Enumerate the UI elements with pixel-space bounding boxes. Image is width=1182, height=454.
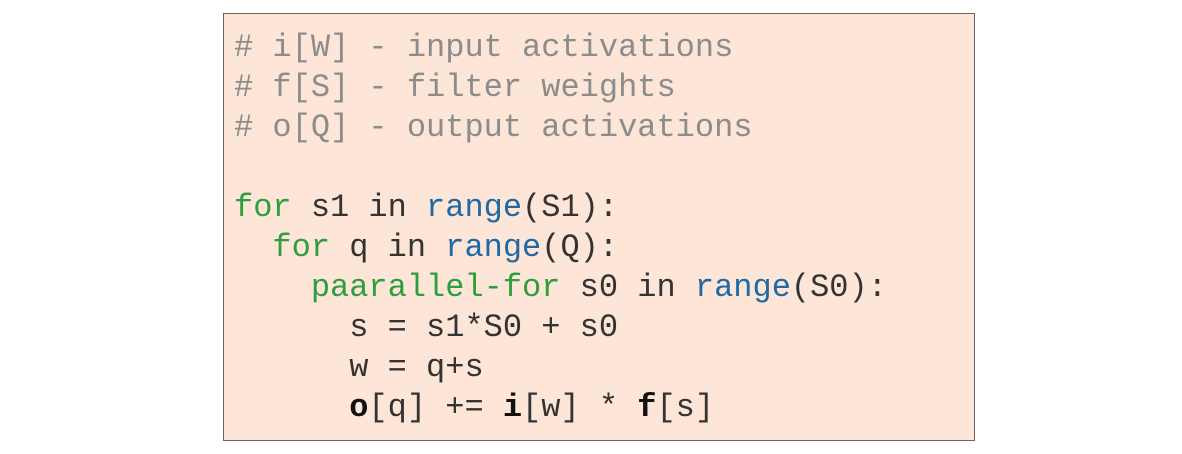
comment-output-activations: # o[Q] - output activations: [234, 109, 753, 146]
code-line-assign-s: s = s1*S0 + s0: [234, 308, 974, 348]
code-line-for-s1: for s1 in range(S1):: [234, 188, 974, 228]
i-index: [w] *: [522, 389, 638, 426]
code-line-accumulate: o[q] += i[w] * f[s]: [234, 388, 974, 428]
statement-assign-s: s = s1*S0 + s0: [234, 309, 619, 346]
range-arg-q: (Q):: [541, 229, 619, 266]
code-line-comment-output: # o[Q] - output activations: [234, 108, 974, 148]
code-line-parallel-for-s0: paarallel-for s0 in range(S0):: [234, 268, 974, 308]
keyword-for: for: [234, 189, 292, 226]
var-o: o: [349, 389, 369, 426]
indent: [234, 389, 349, 426]
var-i: i: [502, 389, 523, 426]
code-line-blank: [234, 148, 974, 188]
builtin-range: range: [426, 189, 523, 226]
loop-var-q: q in: [330, 229, 446, 266]
keyword-for: for: [272, 229, 331, 266]
f-index: [s]: [656, 389, 715, 426]
comment-filter-weights: # f[S] - filter weights: [234, 69, 676, 106]
builtin-range: range: [445, 229, 542, 266]
statement-assign-w: w = q+s: [234, 349, 484, 386]
builtin-range: range: [694, 269, 791, 306]
loop-var-s0: s0 in: [560, 269, 695, 306]
range-arg-s0: (S0):: [790, 269, 887, 306]
code-line-for-q: for q in range(Q):: [234, 228, 974, 268]
code-line-comment-input: # i[W] - input activations: [234, 28, 974, 68]
code-line-comment-filter: # f[S] - filter weights: [234, 68, 974, 108]
code-block: # i[W] - input activations # f[S] - filt…: [223, 13, 975, 441]
loop-var-s1: s1 in: [291, 189, 427, 226]
var-f: f: [637, 389, 657, 426]
keyword-parallel-for: paarallel-for: [310, 269, 561, 306]
range-arg-s1: (S1):: [522, 189, 619, 226]
comment-input-activations: # i[W] - input activations: [234, 29, 734, 66]
indent: [234, 269, 311, 306]
indent: [234, 229, 272, 266]
o-index: [q] +=: [368, 389, 503, 426]
code-line-assign-w: w = q+s: [234, 348, 974, 388]
